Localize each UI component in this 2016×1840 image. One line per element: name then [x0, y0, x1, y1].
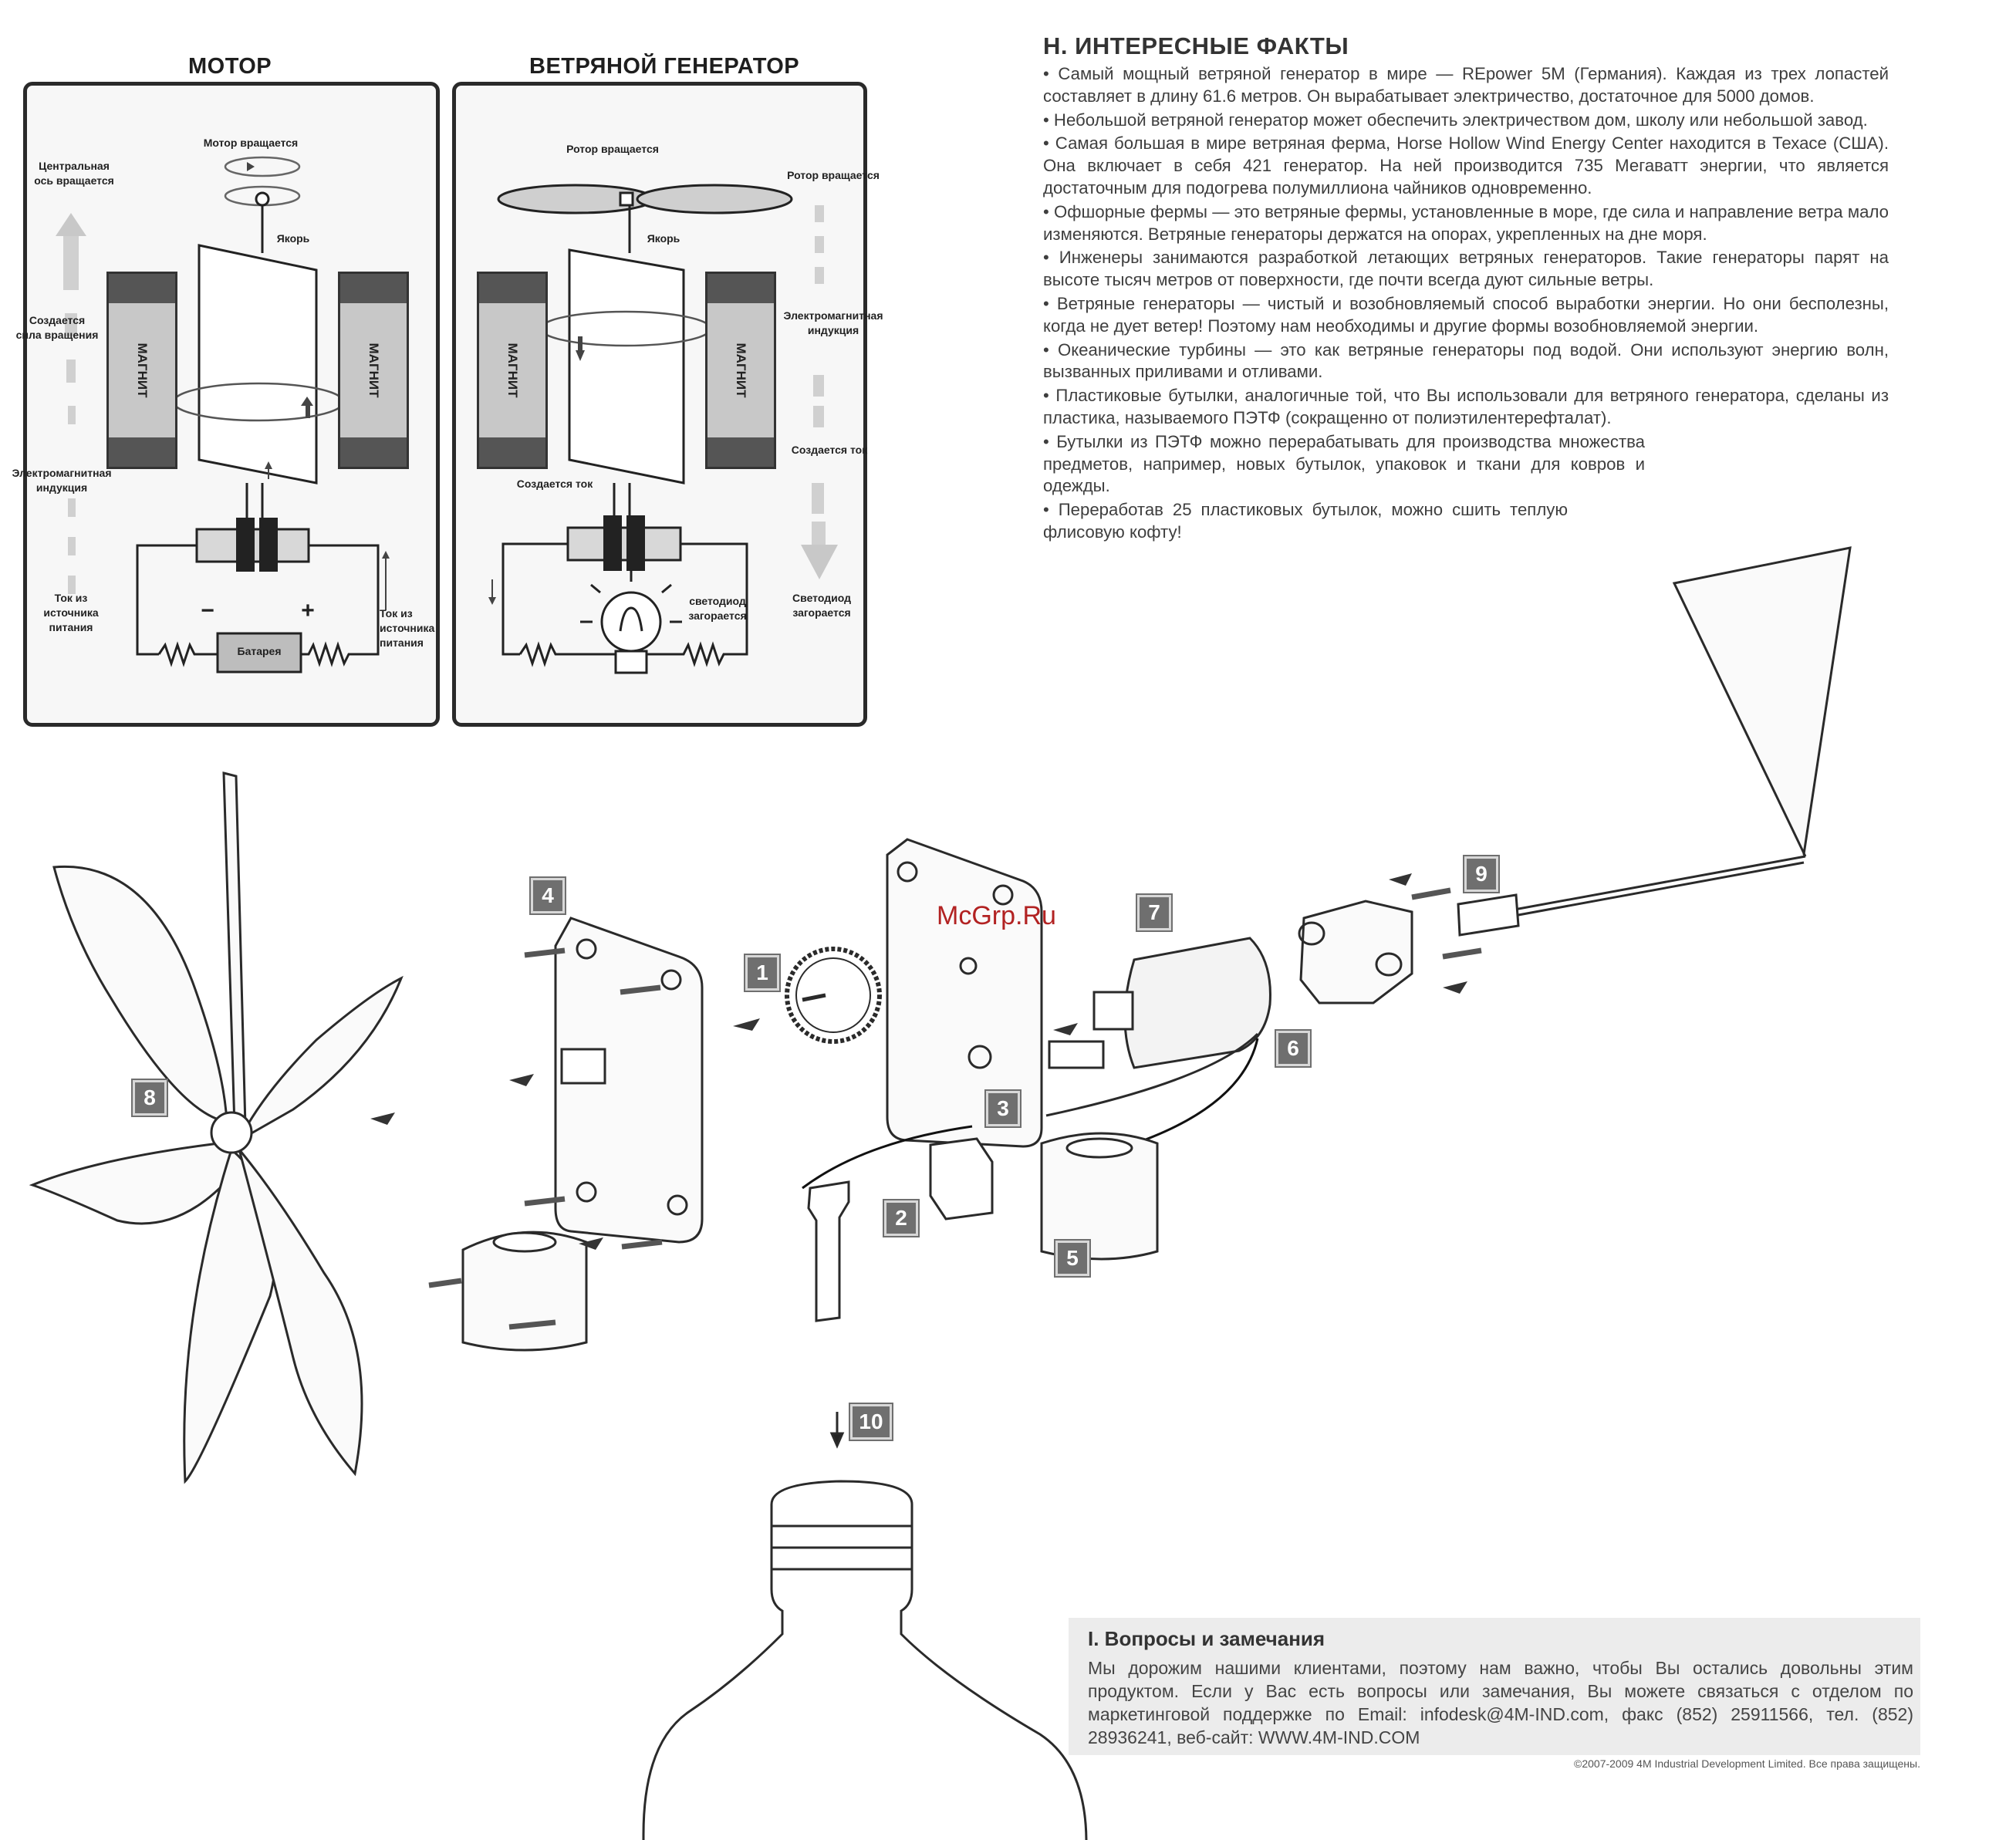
label-minus: −	[201, 598, 214, 623]
label-current-created-left: Создается ток	[516, 478, 593, 490]
copyright: ©2007-2009 4M Industrial Development Lim…	[1574, 1757, 1920, 1770]
label-anchor-motor: Якорь	[276, 232, 310, 245]
fact-item: • Офшорные фермы — это ветряные фермы, у…	[1043, 201, 1889, 244]
label-central-axis: Центральная ось вращается	[34, 160, 114, 187]
part-badge-6: 6	[1276, 1031, 1310, 1066]
label-current-source-right: Ток из источника питания	[380, 607, 435, 649]
rotor-blade-right	[636, 184, 793, 214]
switch-part	[929, 1137, 994, 1220]
magnet-left-generator: МАГНИТ	[477, 272, 548, 469]
magnet-right-motor: МАГНИТ	[338, 272, 409, 469]
label-motor-rotates: Мотор вращается	[203, 137, 299, 149]
bottle	[642, 1480, 1088, 1840]
motor-diagram	[56, 156, 390, 674]
facts-list: • Самый мощный ветряной генератор в мире…	[1043, 63, 1889, 545]
resistor-left	[157, 641, 218, 667]
label-led-lights: светодиод загорается	[688, 595, 747, 622]
resistor-right	[301, 641, 355, 667]
label-plus: +	[301, 598, 315, 623]
fact-item: • Ветряные генераторы — чистый и возобно…	[1043, 293, 1889, 336]
dc-motor	[1123, 937, 1271, 1069]
fact-item: • Бутылки из ПЭТФ можно перерабатывать д…	[1043, 431, 1645, 496]
generator-title: ВЕТРЯНОЙ ГЕНЕРАТОР	[529, 54, 800, 79]
part-badge-7: 7	[1137, 895, 1171, 930]
battery	[216, 632, 302, 674]
motor-mount	[1299, 900, 1413, 1004]
fact-item: • Инженеры занимаются разработкой летающ…	[1043, 248, 1889, 290]
back-plate	[554, 917, 704, 1244]
fact-item: • Небольшой ветряной генератор может обе…	[1043, 110, 1868, 130]
label-rotor-rotates-right: Ротор вращается	[787, 169, 880, 181]
generator-armature	[568, 248, 685, 484]
label-battery: Батарея	[237, 645, 282, 657]
fact-item: • Переработав 25 пластиковых бутылок, мо…	[1043, 500, 1568, 542]
label-current-source-left: Ток из источника питания	[43, 592, 99, 633]
label-em-induction-motor: Электромагнитная индукция	[12, 467, 112, 494]
magnet-right-generator: МАГНИТ	[705, 272, 776, 469]
generator-diagram	[488, 184, 838, 674]
tail-vane	[1672, 546, 1852, 857]
propeller	[29, 771, 404, 1484]
questions-text: Мы дорожим нашими клиентами, поэтому нам…	[1088, 1658, 1913, 1747]
part-badge-2: 2	[884, 1200, 918, 1236]
label-led-lights-right: Светодиод загорается	[792, 592, 851, 619]
fact-item: • Самый мощный ветряной генератор в мире…	[1043, 64, 1889, 106]
questions-box: I. Вопросы и замечания Мы дорожим нашими…	[1069, 1618, 1920, 1755]
part-badge-5: 5	[1055, 1241, 1089, 1276]
main-plate	[886, 838, 1043, 1148]
part-badge-4: 4	[531, 878, 565, 913]
label-rotation-force: Создается сила вращения	[15, 314, 99, 341]
part-badge-1: 1	[745, 955, 779, 991]
motor-title: МОТОР	[188, 54, 272, 79]
fact-item: • Самая большая в мире ветряная ферма, H…	[1043, 133, 1889, 198]
post	[807, 1180, 850, 1322]
watermark: McGrp.Ru	[937, 901, 1056, 930]
fact-item: • Пластиковые бутылки, аналогичные той, …	[1043, 386, 1889, 427]
facts-title: H. ИНТЕРЕСНЫЕ ФАКТЫ	[1043, 32, 1349, 59]
part-badge-3: 3	[986, 1091, 1020, 1126]
part-badge-9: 9	[1464, 856, 1498, 892]
label-rotor-rotates-top: Ротор вращается	[566, 143, 659, 155]
label-current-created-right: Создается ток	[791, 444, 868, 456]
questions-title: I. Вопросы и замечания	[1088, 1627, 1325, 1650]
part-badge-10: 10	[850, 1404, 892, 1440]
label-anchor-generator: Якорь	[647, 232, 680, 245]
gear	[785, 947, 882, 1044]
fact-item: • Океанические турбины — это как ветряны…	[1043, 339, 1889, 382]
part-badge-8: 8	[133, 1080, 167, 1116]
magnet-left-motor: МАГНИТ	[106, 272, 177, 469]
label-em-induction-generator: Электромагнитная индукция	[783, 309, 883, 336]
rotation-arrow-top	[224, 156, 301, 177]
